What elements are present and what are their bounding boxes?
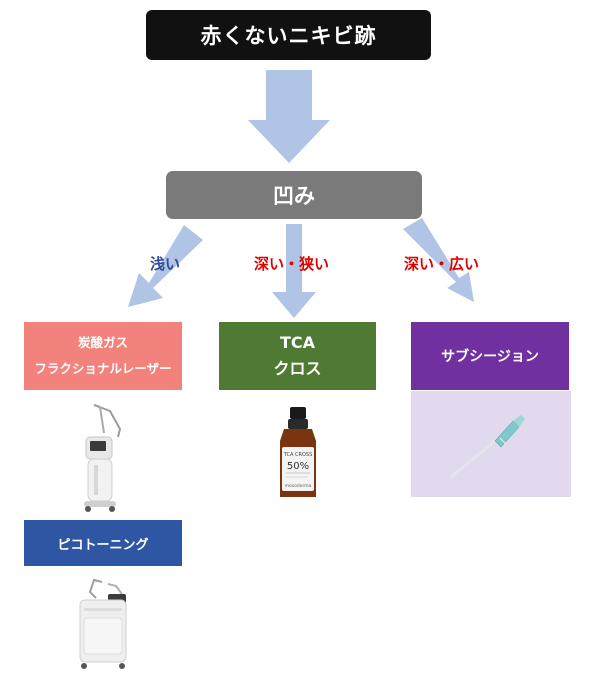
title-box: 赤くないニキビ跡	[146, 10, 431, 60]
arrow-down-main	[248, 70, 330, 163]
arrow-shallow	[128, 225, 203, 307]
bottle-brand: mesoderma	[285, 483, 312, 489]
branch-label-deep-narrow: 深い・狭い	[254, 255, 330, 273]
tca-bottle-image: TCA CROSS 50% mesoderma	[280, 407, 316, 497]
needle-icon	[450, 415, 525, 478]
subcision-needle-image	[411, 391, 571, 497]
co2-line1: 炭酸ガス	[77, 335, 128, 350]
pico-laser-machine-image	[79, 578, 127, 669]
tca-cross-box: TCA クロス	[219, 322, 376, 390]
branch-label-deep-wide: 深い・広い	[404, 255, 480, 273]
arrow-deep-wide	[403, 218, 474, 302]
co2-laser-box: 炭酸ガス フラクショナルレーザー	[24, 322, 182, 390]
tca-line1: TCA	[279, 333, 316, 352]
branch-label-shallow: 浅い	[150, 255, 181, 273]
concave-box: 凹み	[166, 171, 422, 219]
pico-toning-box: ピコトーニング	[24, 520, 182, 566]
pico-text: ピコトーニング	[57, 537, 149, 553]
bottle-label-top: TCA CROSS	[283, 452, 313, 458]
subcision-text: サブシージョン	[441, 349, 539, 365]
subcision-box: サブシージョン	[411, 322, 569, 390]
co2-line2: フラクショナルレーザー	[34, 361, 172, 376]
co2-laser-machine-image	[84, 404, 122, 512]
tca-line2: クロス	[273, 359, 322, 378]
concave-text: 凹み	[273, 184, 315, 208]
title-text: 赤くないニキビ跡	[200, 24, 377, 48]
bottle-label-pct: 50%	[287, 461, 309, 472]
arrow-deep-narrow	[272, 224, 316, 318]
